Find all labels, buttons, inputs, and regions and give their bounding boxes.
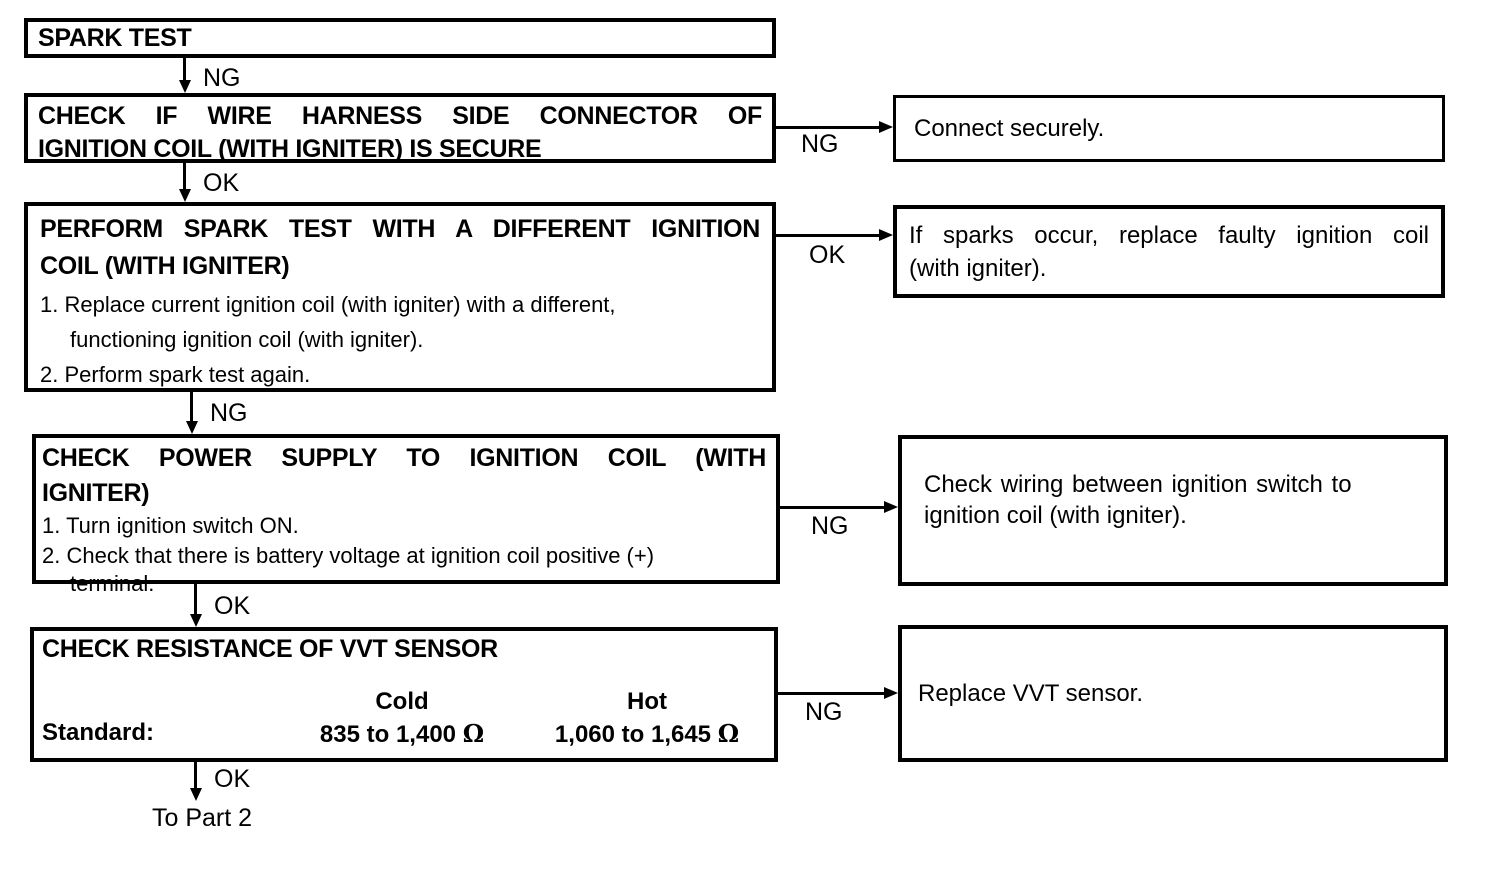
edge-connector-to-connect-line — [776, 126, 881, 129]
vvt-hot-value: 1,060 to 1,645 Ω — [554, 719, 740, 748]
node-perform-spark-test-step2: 2. Perform spark test again. — [40, 362, 311, 387]
vvt-standard-value-row: Standard: 835 to 1,400 Ω 1,060 to 1,645 … — [42, 719, 774, 749]
arrow-right-icon — [879, 121, 893, 133]
node-replace-faulty-coil-line1: If sparks occur, replace faulty ignition… — [909, 222, 1429, 249]
edge-perform-to-replace-coil-line — [776, 234, 881, 237]
node-check-vvt-resistance: CHECK RESISTANCE OF VVT SENSOR Cold Hot … — [30, 627, 778, 762]
vvt-cold-value: 835 to 1,400 Ω — [319, 719, 485, 748]
node-connect-securely: Connect securely. — [893, 95, 1445, 162]
edge-vvt-to-replace-line — [778, 692, 886, 695]
edge-connector-to-connect-label: NG — [801, 130, 839, 158]
node-spark-test-title: SPARK TEST — [38, 23, 192, 52]
edge-spark-to-connector-label: NG — [203, 64, 241, 92]
vvt-col-header-cold: Cold — [375, 688, 429, 715]
node-check-power-supply-title-line2: IGNITER) — [42, 479, 150, 507]
node-replace-faulty-coil: If sparks occur, replace faulty ignition… — [893, 205, 1445, 298]
edge-perform-to-replace-coil-label: OK — [809, 241, 846, 269]
arrow-right-icon — [884, 687, 898, 699]
node-spark-test: SPARK TEST — [24, 18, 776, 58]
node-check-power-supply-step1: 1. Turn ignition switch ON. — [42, 513, 299, 538]
node-check-wiring-line1: Check wiring between ignition switch to — [924, 471, 1352, 498]
ohm-symbol: Ω — [462, 719, 485, 748]
label-to-part-2: To Part 2 — [152, 804, 253, 832]
edge-vvt-to-part2-line — [194, 762, 197, 789]
arrow-down-icon — [186, 421, 198, 434]
node-connect-securely-text: Connect securely. — [914, 114, 1105, 142]
edge-power-to-wiring-line — [780, 506, 886, 509]
node-perform-spark-test-step1-line1: 1. Replace current ignition coil (with i… — [40, 292, 616, 317]
arrow-down-icon — [190, 614, 202, 627]
node-perform-spark-test-title-line2: COIL (WITH IGNITER) — [40, 252, 290, 280]
arrow-down-icon — [179, 80, 191, 93]
vvt-header-spacer — [42, 688, 282, 716]
vvt-standard-label: Standard: — [42, 719, 155, 746]
vvt-col-header-hot: Hot — [627, 688, 667, 715]
node-perform-spark-test-title-line1: PERFORM SPARK TEST WITH A DIFFERENT IGNI… — [40, 215, 760, 243]
node-perform-spark-test: PERFORM SPARK TEST WITH A DIFFERENT IGNI… — [24, 202, 776, 392]
node-replace-vvt-sensor: Replace VVT sensor. — [898, 625, 1448, 762]
node-check-connector-title-line2: IGNITION COIL (WITH IGNITER) IS SECURE — [38, 135, 542, 163]
node-check-vvt-title: CHECK RESISTANCE OF VVT SENSOR — [42, 635, 498, 663]
node-check-power-supply-title-line1: CHECK POWER SUPPLY TO IGNITION COIL (WIT… — [42, 444, 766, 472]
arrow-right-icon — [879, 229, 893, 241]
node-check-connector-title-line1: CHECK IF WIRE HARNESS SIDE CONNECTOR OF — [38, 102, 762, 130]
edge-spark-to-connector-line — [183, 58, 186, 81]
edge-perform-to-power-line — [190, 392, 193, 422]
node-check-wiring: Check wiring between ignition switch to … — [898, 435, 1448, 586]
node-perform-spark-test-step1-line2: functioning ignition coil (with igniter)… — [70, 327, 424, 352]
arrow-down-icon — [190, 788, 202, 801]
edge-vvt-to-part2-label: OK — [214, 765, 251, 793]
edge-vvt-to-replace-label: NG — [805, 698, 843, 726]
node-check-power-supply-step2-line1: 2. Check that there is battery voltage a… — [42, 543, 655, 568]
node-check-power-supply-step2-line2: terminal. — [70, 571, 155, 596]
edge-power-to-vvt-line — [194, 584, 197, 614]
vvt-standard-header-row: Cold Hot — [42, 688, 774, 716]
arrow-down-icon — [179, 189, 191, 202]
arrow-right-icon — [884, 501, 898, 513]
edge-power-to-vvt-label: OK — [214, 592, 251, 620]
edge-power-to-wiring-label: NG — [811, 512, 849, 540]
ohm-symbol: Ω — [717, 719, 740, 748]
edge-connector-to-perform-line — [183, 163, 186, 190]
node-check-wiring-line2: ignition coil (with igniter). — [924, 502, 1187, 529]
edge-connector-to-perform-label: OK — [203, 169, 240, 197]
edge-perform-to-power-label: NG — [210, 399, 248, 427]
node-check-connector: CHECK IF WIRE HARNESS SIDE CONNECTOR OF … — [24, 93, 776, 163]
node-check-power-supply: CHECK POWER SUPPLY TO IGNITION COIL (WIT… — [32, 434, 780, 596]
node-replace-vvt-sensor-text: Replace VVT sensor. — [918, 679, 1144, 707]
node-replace-faulty-coil-line2: (with igniter). — [909, 255, 1047, 282]
